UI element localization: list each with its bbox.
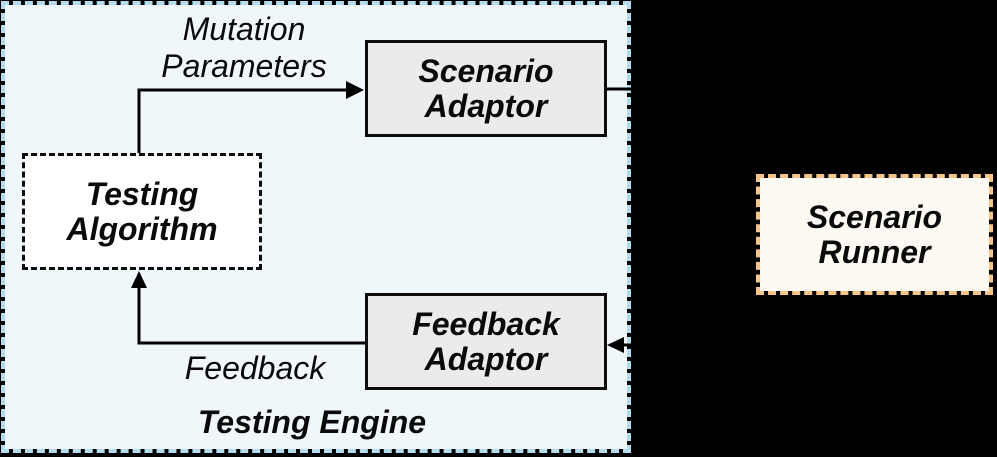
node-scenario-runner: Scenario Runner — [756, 174, 993, 295]
feedback-label: Feedback — [184, 350, 326, 386]
feedback-arrowhead-icon — [131, 271, 147, 288]
scenario-adaptor-label-line2: Adaptor — [424, 87, 548, 124]
mutation-parameters-label: Mutation Parameters — [144, 11, 344, 85]
node-scenario-adaptor: Scenario Adaptor — [365, 40, 607, 137]
feedback-arrow — [137, 288, 365, 345]
node-feedback-adaptor: Feedback Adaptor — [365, 293, 607, 390]
mutation-parameters-label-line2: Parameters — [161, 48, 327, 84]
runner-feedback-arrowhead-icon — [607, 337, 624, 353]
mutation-parameters-label-line1: Mutation — [182, 11, 306, 47]
testing-algorithm-label-line2: Algorithm — [66, 210, 218, 247]
mutation-parameters-arrowhead-icon — [346, 81, 364, 99]
testing-algorithm-label-line1: Testing — [85, 175, 199, 212]
feedback-adaptor-label-line2: Adaptor — [424, 340, 548, 377]
node-testing-algorithm: Testing Algorithm — [22, 153, 262, 270]
testing-engine-label: Testing Engine — [197, 404, 427, 440]
scenario-runner-label-line1: Scenario — [806, 198, 943, 235]
scenario-runner-label-line2: Runner — [818, 233, 931, 270]
mutation-parameters-arrow — [137, 88, 347, 153]
scenario-adaptor-label-line1: Scenario — [418, 52, 554, 89]
feedback-adaptor-label-line1: Feedback — [412, 305, 560, 342]
